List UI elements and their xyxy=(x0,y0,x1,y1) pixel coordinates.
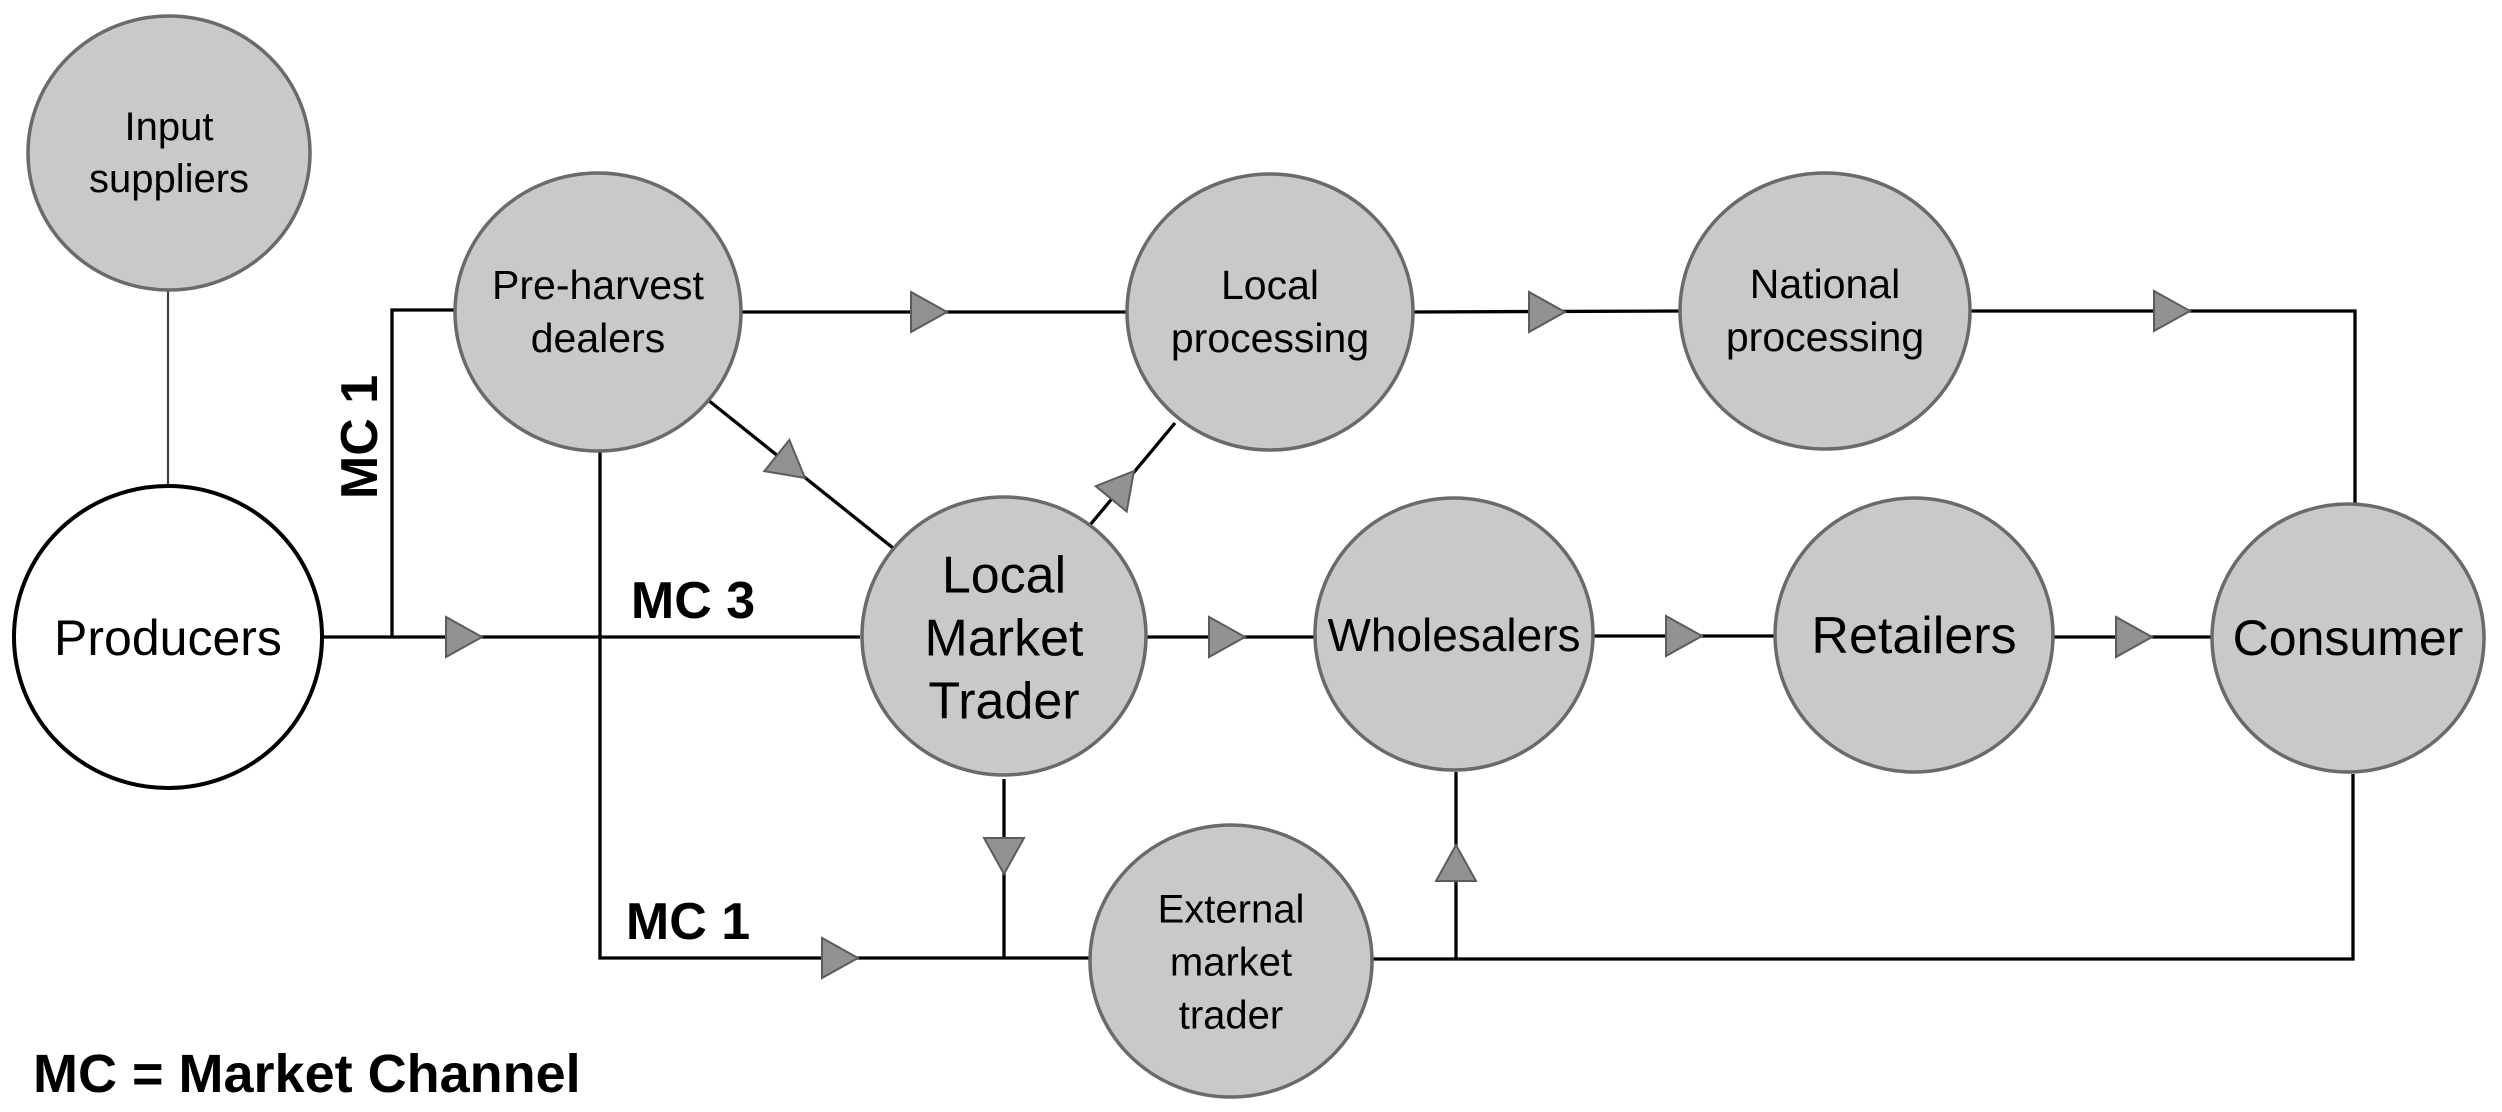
node-local-market-trader-label: Local Market Trader xyxy=(924,546,1084,731)
arrowhead-producers-line xyxy=(445,615,485,659)
arrowheads xyxy=(445,289,2193,980)
label-mc1-bottom: MC 1 xyxy=(625,893,751,951)
node-consumer-label: Consumer xyxy=(2232,610,2464,666)
edge-external-market-trader-to-consumer xyxy=(1371,774,2355,961)
node-input-suppliers-label: Input suppliers xyxy=(88,105,250,201)
arrowhead-mc1-bottom-line xyxy=(821,936,861,980)
arrowhead-pre-harvest-to-local-processing xyxy=(910,290,950,334)
arrowhead-retailers-to-consumer xyxy=(2115,615,2155,659)
node-local-processing-label: Local processing xyxy=(1170,262,1370,361)
node-local-processing-circle xyxy=(1125,172,1415,452)
node-local-market-trader-circle xyxy=(860,495,1148,777)
node-consumer-circle xyxy=(2210,502,2486,774)
node-producers-label: Producers xyxy=(54,610,282,666)
edge-mc1-producers-to-pre-harvest xyxy=(390,308,456,637)
node-retailers-label: Retailers xyxy=(1811,607,2017,665)
nodes xyxy=(12,14,2486,1099)
label-mc1-top: MC 1 xyxy=(331,374,389,500)
node-wholesalers-circle xyxy=(1313,496,1595,772)
node-pre-harvest-dealers-label: Pre-harvest dealers xyxy=(492,262,704,361)
edge-national-processing-to-consumer xyxy=(1969,309,2357,506)
node-national-processing-circle xyxy=(1678,171,1972,451)
node-external-market-trader-circle xyxy=(1088,823,1374,1099)
arrowhead-local-to-national-processing xyxy=(1528,290,1568,334)
node-input-suppliers-circle xyxy=(26,14,312,292)
node-retailers-circle xyxy=(1773,496,2055,774)
node-external-market-trader-label: External market trader xyxy=(1157,887,1305,1038)
arrowhead-local-market-trader-down xyxy=(982,837,1026,877)
legend-text: MC = Market Channel xyxy=(33,1044,581,1104)
arrowhead-local-market-trader-to-local-processing xyxy=(1093,469,1136,514)
node-pre-harvest-dealers-circle xyxy=(453,171,743,453)
edge-pre-harvest-down-to-external-market-trader xyxy=(598,452,1090,960)
node-national-processing-label: National processing xyxy=(1725,261,1925,360)
node-wholesalers-label: Wholesalers xyxy=(1327,609,1581,661)
arrowhead-local-market-trader-to-wholesalers xyxy=(1208,615,1248,659)
label-mc3: MC 3 xyxy=(630,572,756,630)
arrowhead-wholesalers-to-retailers xyxy=(1665,614,1705,658)
arrowhead-national-processing-to-consumer xyxy=(2153,289,2193,333)
arrowhead-pre-harvest-to-local-market-trader xyxy=(762,437,807,480)
node-producers-circle xyxy=(12,484,324,790)
arrowhead-up-to-wholesalers xyxy=(1434,842,1478,882)
